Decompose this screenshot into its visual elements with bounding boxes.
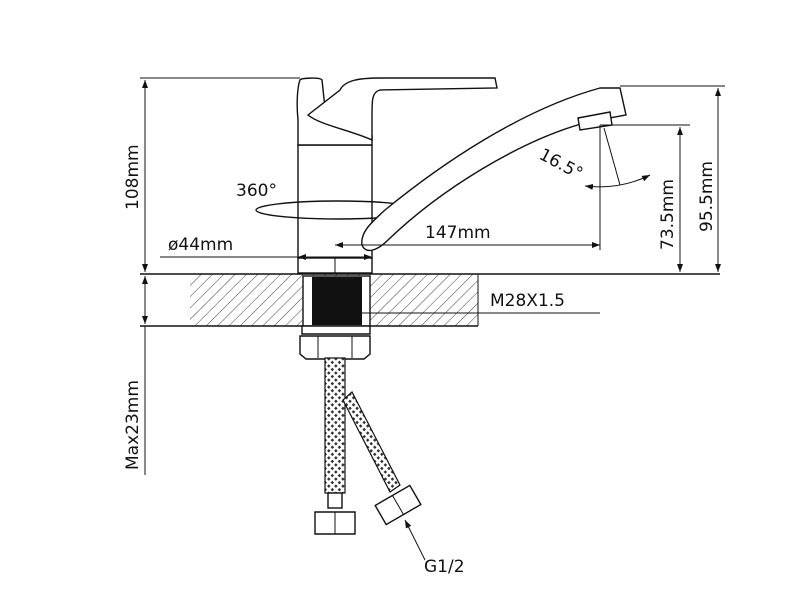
label-spout-height: 73.5mm bbox=[658, 179, 678, 250]
label-height-total: 108mm bbox=[123, 144, 143, 210]
spout bbox=[361, 87, 627, 252]
mounting-shank bbox=[299, 275, 371, 360]
label-spout-reach: 147mm bbox=[425, 223, 491, 243]
countertop bbox=[140, 273, 720, 327]
label-base-diameter: ø44mm bbox=[168, 235, 233, 255]
label-spout-top-height: 95.5mm bbox=[697, 161, 717, 232]
label-thread: M28X1.5 bbox=[490, 291, 565, 311]
label-rotation: 360° bbox=[236, 181, 277, 201]
label-spout-angle: 16.5° bbox=[536, 145, 586, 184]
label-hose-connector: G1/2 bbox=[424, 557, 465, 577]
supply-hoses bbox=[314, 357, 422, 535]
dimension-lines bbox=[140, 77, 725, 561]
label-max-countertop: Max23mm bbox=[123, 380, 143, 470]
